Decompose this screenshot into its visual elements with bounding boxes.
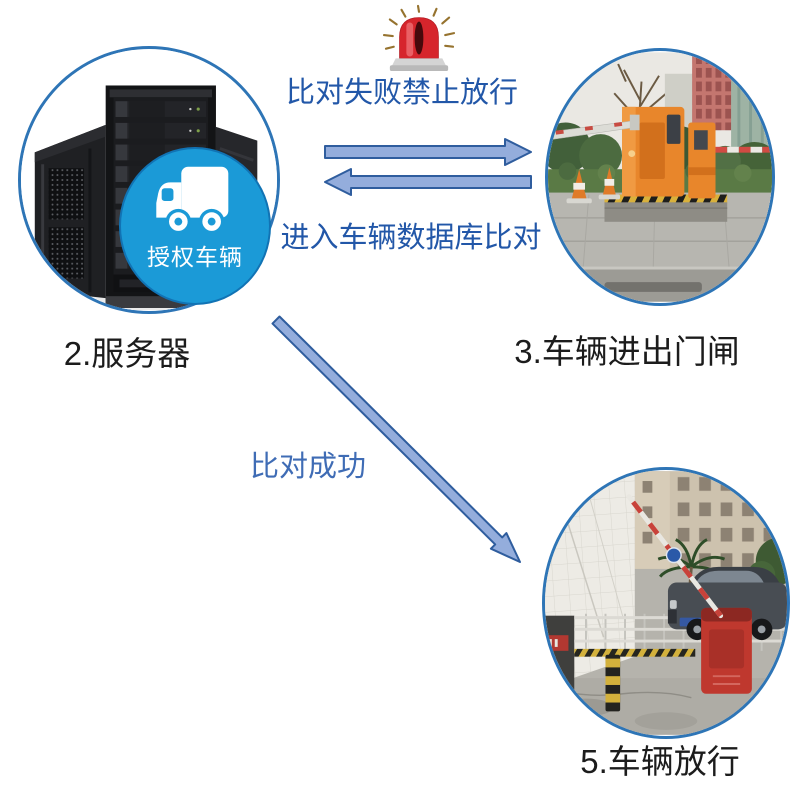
double-arrows — [324, 138, 532, 196]
badge-label: 授权车辆 — [147, 244, 243, 270]
server-label: 2.服务器 — [63, 335, 191, 372]
arrow-diagonal-icon — [271, 315, 521, 563]
gate-photo — [548, 52, 772, 302]
authorized-vehicle-badge: 授权车辆 — [119, 147, 271, 305]
arrow-left-icon — [324, 168, 532, 196]
arrow-right-icon — [324, 138, 532, 166]
release-photo — [545, 471, 787, 735]
flow-success-label: 比对成功 — [249, 451, 366, 483]
alarm-siren-icon — [382, 4, 456, 72]
gate-label: 3.车辆进出门闸 — [514, 333, 740, 370]
release-label: 5.车辆放行 — [580, 743, 740, 780]
release-photo-circle — [542, 467, 790, 739]
gate-photo-circle — [545, 48, 775, 306]
truck-icon — [156, 166, 229, 235]
flow-compare-label: 进入车辆数据库比对 — [280, 222, 542, 254]
flow-fail-label: 比对失败禁止放行 — [285, 77, 518, 109]
